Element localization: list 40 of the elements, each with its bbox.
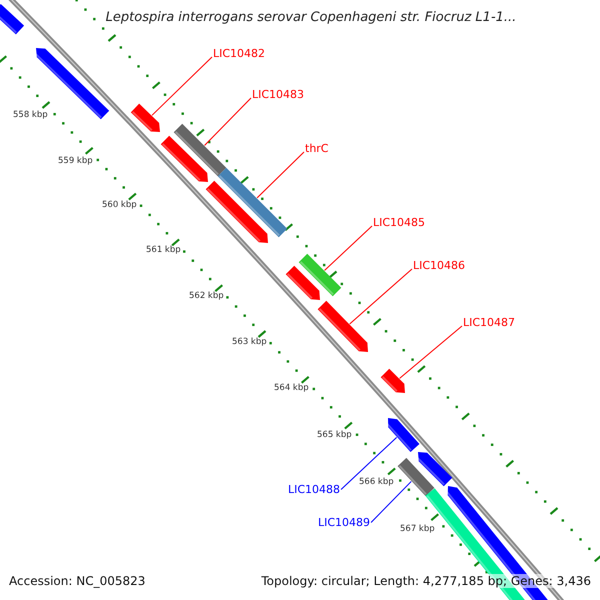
scale-label: 562 kbp	[189, 291, 224, 301]
gene-label: LIC10487	[463, 316, 516, 329]
gene-label: LIC10488	[288, 483, 340, 496]
scale-label: 564 kbp	[274, 383, 309, 393]
gene-block	[0, 4, 24, 34]
gene-block	[174, 124, 226, 176]
leader-line	[152, 56, 212, 116]
scale-label: 558 kbp	[13, 110, 48, 120]
scale-label: 560 kbp	[102, 200, 137, 210]
scale-label: 561 kbp	[146, 245, 181, 255]
leader-line	[324, 226, 372, 271]
gene-label: thrC	[305, 142, 328, 155]
gene-block	[380, 368, 405, 393]
gene-block	[160, 136, 208, 182]
title: Leptospira interrogans serovar Copenhageni str. Fiocruz L1-1...	[106, 10, 516, 25]
gene-block	[318, 300, 368, 352]
genome-summary-text: Topology: circular; Length: 4,277,185 bp; Genes: 3,436	[261, 574, 591, 588]
gene-label: LIC10483	[252, 88, 304, 101]
scale-label: 563 kbp	[232, 337, 267, 347]
gene-label: LIC10486	[413, 259, 466, 272]
accession-text: Accession: NC_005823	[9, 574, 146, 588]
gene-block	[398, 458, 434, 496]
leader-line	[399, 326, 462, 379]
gene-block	[286, 266, 320, 300]
leader-line	[256, 152, 304, 198]
gene-block	[130, 104, 160, 132]
scale-label: 566 kbp	[359, 477, 394, 487]
gene-label: LIC10485	[373, 216, 426, 229]
gene-label: LIC10482	[213, 47, 266, 60]
leader-line	[349, 268, 412, 324]
gene-block	[218, 168, 288, 238]
scale-label: 565 kbp	[317, 430, 352, 440]
scale-label: 559 kbp	[58, 156, 93, 166]
gene-label: LIC10489	[318, 516, 370, 529]
leader-line	[340, 436, 398, 490]
gene-block	[298, 254, 342, 296]
leader-line	[370, 480, 412, 523]
gene-block	[206, 180, 268, 243]
scale-label: 567 kbp	[400, 524, 435, 534]
leader-line	[204, 98, 252, 146]
